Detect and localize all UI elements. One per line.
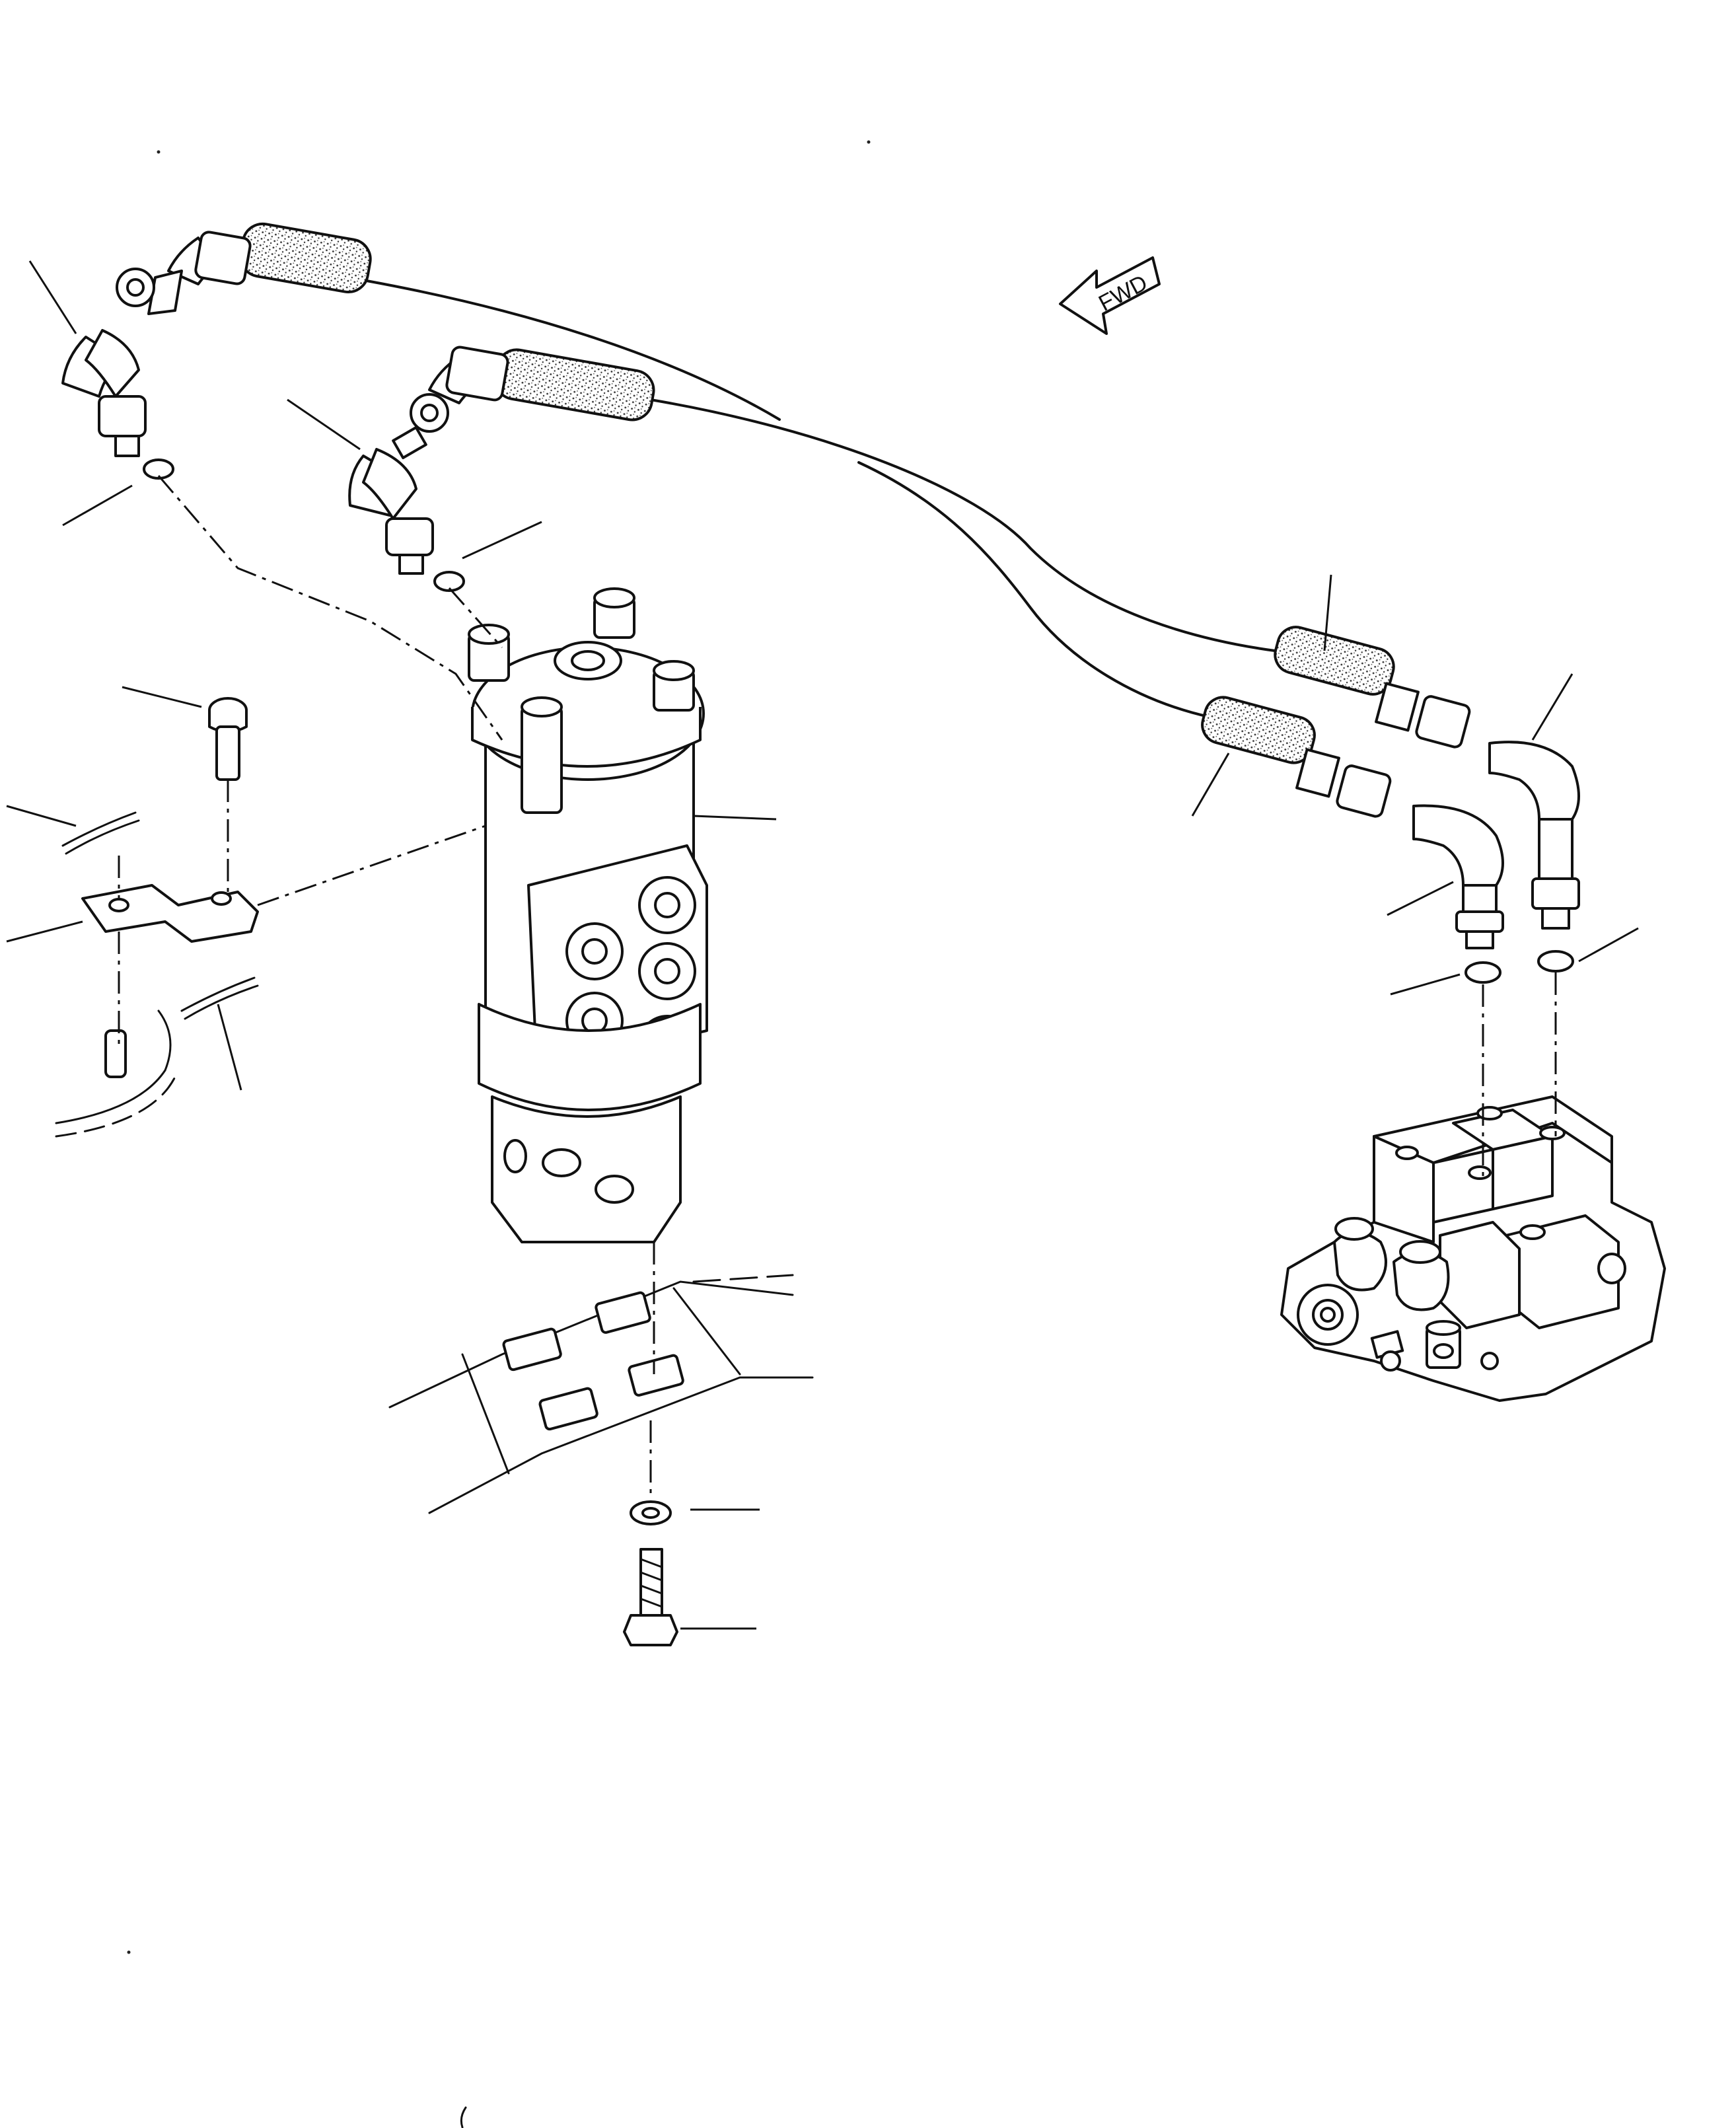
assembly-lines [118, 475, 1557, 1500]
right-hose-assembly-upper [1274, 626, 1580, 930]
steering-valve [468, 587, 708, 1243]
leader-lines [6, 260, 1639, 1630]
control-valve [1280, 1095, 1666, 1402]
upper-middle-hose-assembly [348, 346, 655, 592]
cotter-pin [61, 811, 259, 1020]
fwd-arrow: FWD [1059, 256, 1161, 335]
washer [630, 1500, 672, 1525]
upper-left-hose-assembly [61, 222, 372, 480]
right-hose-assembly-lower [1201, 696, 1504, 949]
floor-plate [388, 1274, 814, 1514]
right-o-rings [1465, 950, 1574, 984]
frame-fragment-left [55, 1009, 176, 1138]
bolt [623, 1548, 678, 1646]
pin [208, 697, 248, 781]
mounting-bracket [81, 884, 259, 943]
scan-marks [127, 140, 871, 2128]
hose-lines [365, 279, 1276, 718]
